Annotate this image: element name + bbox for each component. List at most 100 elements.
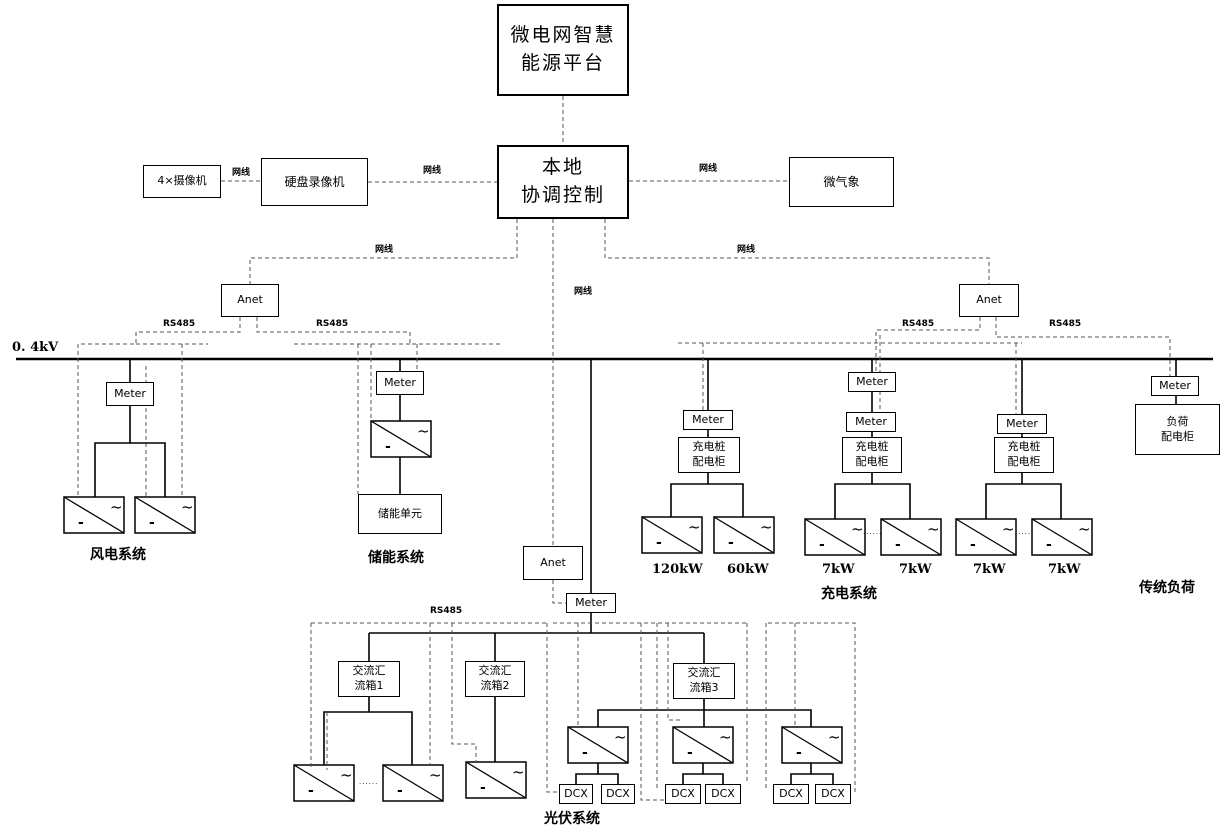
charger-inverter-7kw-2-dc-symbol: -: [895, 537, 901, 553]
rs485-label-load: RS485: [1049, 319, 1082, 329]
charger-inverter-7kw-4-dc-symbol: -: [1046, 537, 1052, 553]
charger-power-7kw-2: 7kW: [899, 562, 932, 577]
rs485-pv-8: [667, 623, 683, 721]
dcx-link-1b: [598, 773, 619, 784]
charging-system-caption: 充电系统: [821, 586, 877, 602]
storage-inverter-diagonal: [370, 420, 432, 458]
wind-inverter-2-diagonal: [134, 496, 196, 534]
combiner-box-3: 交流汇 流箱3: [673, 663, 735, 699]
rs485-storage-a: [256, 317, 500, 345]
combiner-box-2: 交流汇 流箱2: [465, 661, 525, 697]
charger-inverter-7kw-4-ac-symbol: ~: [1078, 520, 1091, 538]
storage-system-caption: 储能系统: [368, 550, 424, 566]
dcx-link-1a: [575, 763, 599, 784]
rs485-label-storage: RS485: [316, 319, 349, 329]
rs485-label-pv: RS485: [430, 606, 463, 616]
pv-inverter-3a-dc-symbol: -: [582, 745, 588, 761]
link-control-anet-right: [604, 219, 990, 284]
rs485-pv-6: [640, 623, 665, 801]
pv-inverter-2-ac-symbol: ~: [512, 763, 525, 781]
pv-inverter-3c-diagonal: [781, 726, 843, 764]
pv-inverter-1b-dc-symbol: -: [397, 783, 403, 799]
dcx-link-2a: [682, 763, 704, 784]
storage-inverter-ac-symbol: ~: [417, 422, 430, 440]
dcx-link-3a: [790, 763, 812, 784]
charge-branch-2a: [834, 473, 873, 520]
pv-inverter-3a-diagonal: [567, 726, 629, 764]
charger-inverter-7kw-3-dc-symbol: -: [970, 537, 976, 553]
pv-inverter-2-dc-symbol: -: [480, 780, 486, 796]
dcx-box-1a: DCX: [559, 784, 593, 804]
rs485-load: [995, 317, 1171, 376]
wind-inverter-2-ac-symbol: ~: [181, 498, 194, 516]
load-cabinet-box: 负荷 配电柜: [1135, 404, 1220, 455]
wind-branch-2: [130, 442, 166, 498]
charger-inverter-7kw-2-diagonal: [880, 518, 942, 556]
rs485-pv-4: [546, 623, 559, 793]
charge-branch-2b: [872, 483, 911, 520]
charger-inverter-60kw-dc-symbol: -: [728, 535, 734, 551]
charger-inverter-7kw-1-ac-symbol: ~: [851, 520, 864, 538]
nvr-box: 硬盘录像机: [261, 158, 368, 206]
charger-inverter-7kw-3-diagonal: [955, 518, 1017, 556]
charger-power-120kw: 120kW: [652, 562, 703, 577]
charger-power-60kw: 60kW: [727, 562, 769, 577]
rs485-pv-anet-meter: [552, 580, 566, 604]
meter-pv: Meter: [566, 593, 616, 613]
rs485-label-charge: RS485: [902, 319, 935, 329]
charger-inverter-60kw-ac-symbol: ~: [760, 518, 773, 536]
rs485-charge-main: [875, 317, 981, 372]
link-label-ctrl-anet-left: 网线: [375, 245, 394, 255]
anet-right-box: Anet: [959, 284, 1019, 317]
charge-branch-1b: [708, 483, 744, 518]
link-label-cam-nvr: 网线: [232, 168, 251, 178]
dcx-box-2a: DCX: [665, 784, 701, 804]
wind-inverter-1-ac-symbol: ~: [110, 498, 123, 516]
storage-unit-box: 储能单元: [358, 494, 442, 534]
weather-box: 微气象: [789, 157, 894, 207]
energy-platform-box: 微电网智慧 能源平台: [497, 4, 629, 96]
bus-voltage-label: 0. 4kV: [12, 340, 59, 355]
dcx-box-2b: DCX: [705, 784, 741, 804]
dcx-box-1b: DCX: [601, 784, 635, 804]
charger-inverter-60kw-diagonal: [713, 516, 775, 554]
charger-inverter-7kw-1-diagonal: [804, 518, 866, 556]
charger-inverter-120kw-ac-symbol: ~: [688, 518, 701, 536]
pv-inverter-3c-ac-symbol: ~: [828, 728, 841, 746]
charging-cabinet-2: 充电桩 配电柜: [842, 437, 902, 473]
anet-pv-box: Anet: [523, 546, 583, 580]
charger-power-7kw-3: 7kW: [973, 562, 1006, 577]
meter-charge-1: Meter: [683, 410, 733, 430]
pv-combiner1-b: [369, 711, 413, 765]
link-label-ctrl-weather: 网线: [699, 164, 718, 174]
wind-inverter-2-dc-symbol: -: [149, 515, 155, 531]
ellipsis-pv: ······: [359, 780, 379, 788]
charger-inverter-120kw-diagonal: [641, 516, 703, 554]
dcx-link-3b: [811, 773, 834, 784]
ellipsis-charge-1: ······: [863, 530, 883, 538]
charger-inverter-7kw-3-ac-symbol: ~: [1002, 520, 1015, 538]
charger-power-7kw-1: 7kW: [822, 562, 855, 577]
charger-inverter-7kw-2-ac-symbol: ~: [927, 520, 940, 538]
pv-inverter-2-diagonal: [465, 761, 527, 799]
pv-combiner3-c: [704, 709, 812, 728]
camera-box: 4×摄像机: [143, 165, 221, 198]
meter-charge-main: Meter: [848, 372, 896, 392]
charging-cabinet-1: 充电桩 配电柜: [678, 437, 740, 473]
load-system-caption: 传统负荷: [1139, 580, 1195, 596]
link-control-anet-left: [249, 219, 518, 284]
pv-inverter-3b-dc-symbol: -: [687, 745, 693, 761]
link-label-ctrl-anet-pv: 网线: [574, 287, 593, 297]
charging-cabinet-3: 充电桩 配电柜: [994, 437, 1054, 473]
charge-branch-3a: [985, 473, 1023, 520]
wind-inverter-1-diagonal: [63, 496, 125, 534]
rs485-pv-11: [768, 622, 856, 792]
meter-charge-2: Meter: [846, 412, 896, 432]
pv-inverter-1b-diagonal: [382, 764, 444, 802]
wind-inverter-1-dc-symbol: -: [78, 515, 84, 531]
pv-combiner1-a: [323, 697, 370, 765]
rs485-pv-3: [451, 623, 477, 762]
combiner-box-1: 交流汇 流箱1: [338, 661, 400, 697]
meter-charge-3: Meter: [997, 414, 1047, 434]
